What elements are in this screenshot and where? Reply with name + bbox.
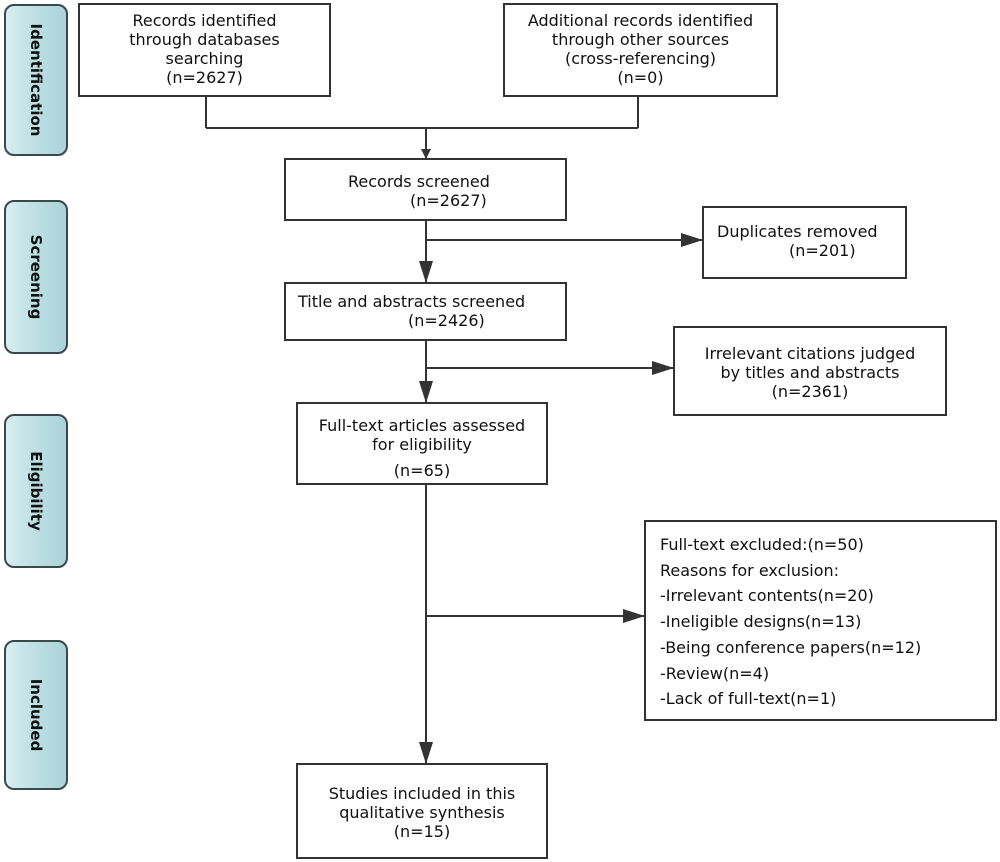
box-fulltext-line-3: (n=65) [393,461,451,480]
box-excluded-line-2: Reasons for exclusion: [660,560,840,580]
box-excluded-line-1: Full-text excluded:(n=50) [660,535,864,554]
box-records-screened: Records screened (n=2627) [284,158,567,221]
box-excluded-line-3: -Irrelevant contents(n=20) [660,586,874,606]
box-irrelevant-citations-line-2: by titles and abstracts [720,363,900,382]
box-records-screened-line-2: (n=2627) [410,191,487,210]
box-excluded-line-5: -Being conference papers(n=12) [660,637,922,657]
box-excluded-line-6: -Review(n=4) [660,663,770,683]
box-duplicates-removed: Duplicates removed (n=201) [702,206,907,279]
box-included-line-2: qualitative synthesis [339,803,505,822]
box-title-abstracts-screened: Title and abstracts screened (n=2426) [284,282,567,341]
box-fulltext-line-1: Full-text articles assessed [318,416,526,435]
box-duplicates-removed-line-2: (n=201) [789,241,856,260]
box-database-records: Records identified through databases sea… [78,3,331,97]
box-additional-records-line-4: (n=0) [617,68,664,87]
box-included-line-1: Studies included in this [328,784,516,803]
box-fulltext-assessed: Full-text articles assessed for eligibil… [296,402,548,485]
box-database-records-line-3: searching [165,49,244,68]
box-irrelevant-citations: Irrelevant citations judged by titles an… [673,326,947,416]
box-additional-records-line-3: (cross-referencing) [564,49,717,68]
box-database-records-line-4: (n=2627) [166,68,243,87]
phase-screening: Screening [4,200,68,354]
box-database-records-line-1: Records identified [132,11,277,30]
box-records-screened-line-1: Records screened [348,172,490,191]
box-irrelevant-citations-line-3: (n=2361) [771,382,849,401]
box-additional-records: Additional records identified through ot… [503,3,778,97]
box-fulltext-line-2: for eligibility [372,435,472,454]
box-additional-records-line-1: Additional records identified [527,11,754,30]
box-fulltext-excluded: Full-text excluded:(n=50) Reasons for ex… [644,520,997,721]
box-title-abstracts-line-2: (n=2426) [408,311,485,330]
phase-included: Included [4,640,68,790]
box-additional-records-line-2: through other sources [551,30,730,49]
box-database-records-line-2: through databases [129,30,280,49]
box-studies-included: Studies included in this qualitative syn… [296,763,548,859]
box-excluded-line-4: -Ineligible designs(n=13) [660,612,862,632]
box-duplicates-removed-line-1: Duplicates removed [717,222,878,241]
phase-identification: Identification [4,4,68,156]
box-title-abstracts-line-1: Title and abstracts screened [298,292,526,311]
box-excluded-line-7: -Lack of full-text(n=1) [660,689,837,709]
phase-eligibility: Eligibility [4,414,68,568]
box-irrelevant-citations-line-1: Irrelevant citations judged [704,344,916,363]
box-included-line-3: (n=15) [393,822,451,841]
